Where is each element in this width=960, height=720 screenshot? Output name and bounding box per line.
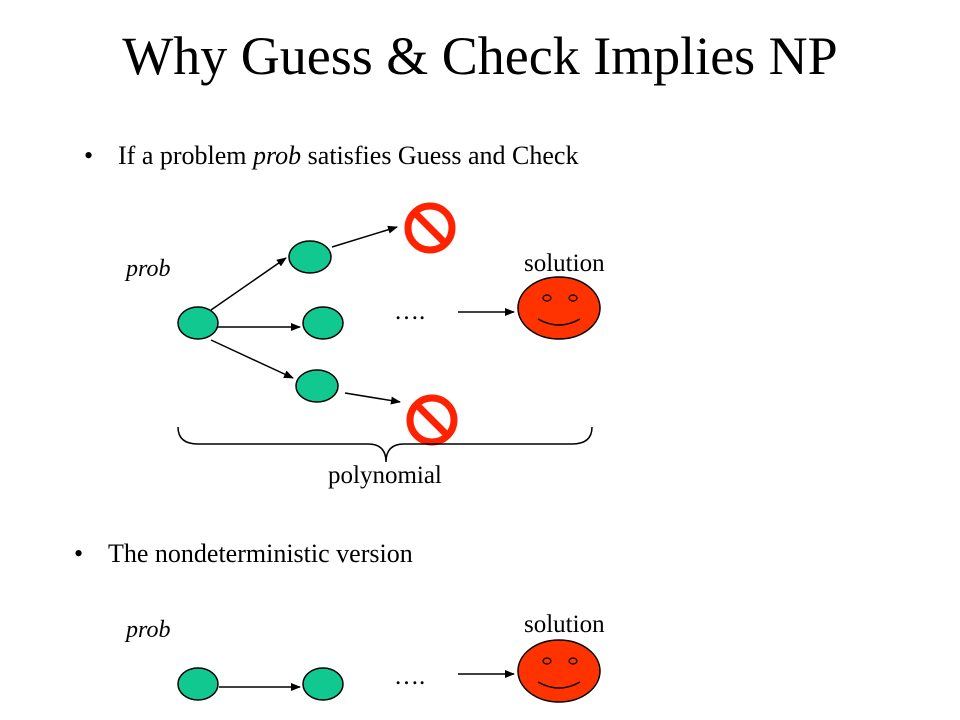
- ellipsis-bottom: ….: [394, 663, 426, 690]
- solution-label-bottom: solution: [524, 611, 605, 638]
- bullet-text: If a problem prob satisfies Guess and Ch…: [118, 141, 579, 170]
- solution-label-top: solution: [524, 250, 605, 277]
- middle-guess-node: [302, 306, 344, 340]
- bullet-symbol: •: [74, 539, 84, 568]
- no-entry-icon: [404, 202, 456, 254]
- slide-title: Why Guess & Check Implies NP: [122, 26, 838, 86]
- bullet-symbol: •: [84, 141, 94, 170]
- upper-guess-node: [288, 240, 332, 274]
- smiley-face-icon: [517, 276, 601, 340]
- no-entry-icon: [406, 394, 458, 446]
- polynomial-brace: [177, 426, 593, 463]
- bottom-root-node: [177, 667, 219, 701]
- edge-root-to-upper: [210, 257, 287, 311]
- edge-root-to-lower: [210, 339, 294, 379]
- edge-upper-to-reject: [331, 225, 398, 248]
- bottom-next-node: [302, 667, 344, 701]
- bullet-text: The nondeterministic version: [108, 539, 413, 568]
- ellipsis-top: ….: [394, 298, 426, 325]
- prob-label-bottom: prob: [126, 617, 171, 643]
- prob-label-top: prob: [126, 256, 171, 282]
- smiley-face-icon: [517, 639, 601, 703]
- root-node: [177, 306, 219, 340]
- edge-lower-to-reject: [344, 392, 401, 405]
- polynomial-label: polynomial: [328, 462, 442, 489]
- lower-guess-node: [295, 369, 339, 403]
